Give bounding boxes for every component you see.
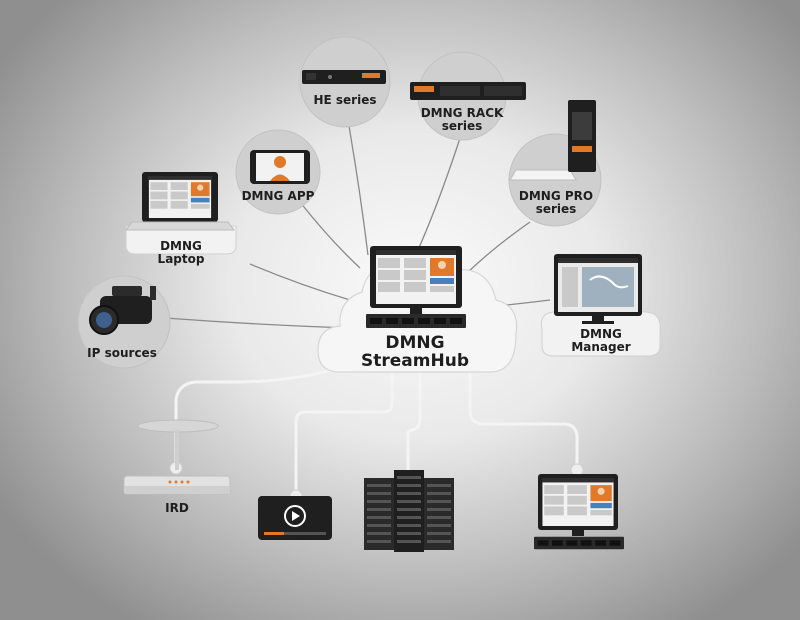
play-icon [284, 505, 306, 527]
output-streamhub-monitor [534, 474, 624, 550]
output-server-racks [364, 470, 454, 552]
output-monitor-icon [538, 474, 618, 536]
output-server-icon [534, 536, 624, 550]
server-rack-icon [364, 470, 454, 552]
satellite-dish-icon [137, 419, 219, 470]
source-manager: DMNG Manager [540, 254, 661, 357]
output-ird: IRD [123, 419, 231, 515]
laptop-label-line1: DMNG [160, 239, 202, 253]
pro-series-label-line2: series [536, 202, 577, 216]
manager-label-line1: DMNG [580, 327, 622, 341]
phone-icon [250, 150, 310, 184]
hub-label-line2: StreamHub [361, 351, 469, 371]
source-connectors [164, 119, 551, 329]
laptop-icon [125, 172, 235, 231]
source-dmng-app: DMNG APP [235, 129, 321, 215]
output-video-player [258, 496, 332, 540]
source-laptop: DMNG Laptop [125, 172, 237, 266]
ird-label: IRD [165, 501, 189, 515]
he-series-device-icon [302, 70, 386, 84]
he-series-label: HE series [313, 93, 376, 107]
manager-monitor-icon [554, 254, 642, 324]
rack-series-label-line2: series [442, 119, 483, 133]
pro-device-icon [509, 100, 596, 181]
camera-icon [89, 286, 156, 335]
source-he-series: HE series [299, 36, 391, 128]
rack-series-label-line1: DMNG RACK [421, 106, 504, 120]
hub-server-icon [366, 314, 466, 328]
ip-sources-label: IP sources [87, 346, 157, 360]
hub-streamhub: DMNG StreamHub [317, 246, 518, 373]
pro-series-label-line1: DMNG PRO [519, 189, 593, 203]
hub-monitor-icon [370, 246, 462, 314]
dmng-app-label: DMNG APP [242, 189, 315, 203]
rack-device-icon [410, 82, 526, 100]
source-pro-series: DMNG PRO series [508, 100, 602, 227]
source-rack-series: DMNG RACK series [410, 51, 526, 141]
manager-label-line2: Manager [571, 340, 630, 354]
ird-receiver-icon [123, 475, 231, 495]
laptop-label-line2: Laptop [158, 252, 205, 266]
source-ip: IP sources [77, 275, 171, 369]
hub-label-line1: DMNG [385, 333, 444, 353]
